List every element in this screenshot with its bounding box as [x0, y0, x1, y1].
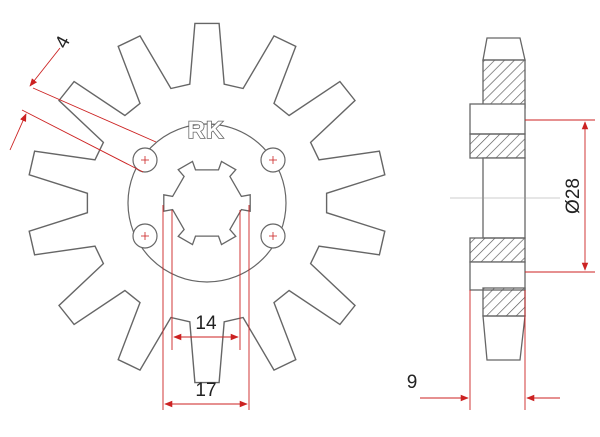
side-view	[469, 37, 526, 361]
side-hub-bottom	[469, 261, 526, 291]
side-tooth-top	[482, 37, 526, 61]
side-hub-hatch-top	[469, 133, 526, 159]
bolt-hole-bottom-left	[132, 223, 158, 249]
spline-extension-lines	[162, 205, 250, 410]
spline-inner-label: 14	[195, 313, 217, 334]
bolt-hole-label: 4	[51, 32, 75, 52]
hub-circle	[127, 123, 287, 283]
bolt-hole-dimension	[9, 47, 157, 173]
side-tooth-bottom	[482, 315, 526, 361]
brand-logo: RK	[188, 117, 225, 144]
spline-bore	[163, 160, 251, 246]
bolt-hole-top-right	[260, 147, 286, 173]
side-hub-hatch-bottom	[469, 237, 526, 263]
thickness-extension-lines	[469, 290, 526, 410]
side-hub-top	[469, 103, 526, 135]
spline-outer-label: 17	[195, 380, 216, 401]
side-rim-bottom	[482, 287, 526, 317]
diameter-extension-lines	[525, 119, 595, 273]
bolt-hole-bottom-right	[260, 223, 286, 249]
thickness-label: 9	[407, 372, 418, 393]
bolt-hole-top-left	[132, 147, 158, 173]
hub-diameter-label: Ø28	[563, 178, 584, 214]
side-rim-top	[482, 59, 526, 109]
